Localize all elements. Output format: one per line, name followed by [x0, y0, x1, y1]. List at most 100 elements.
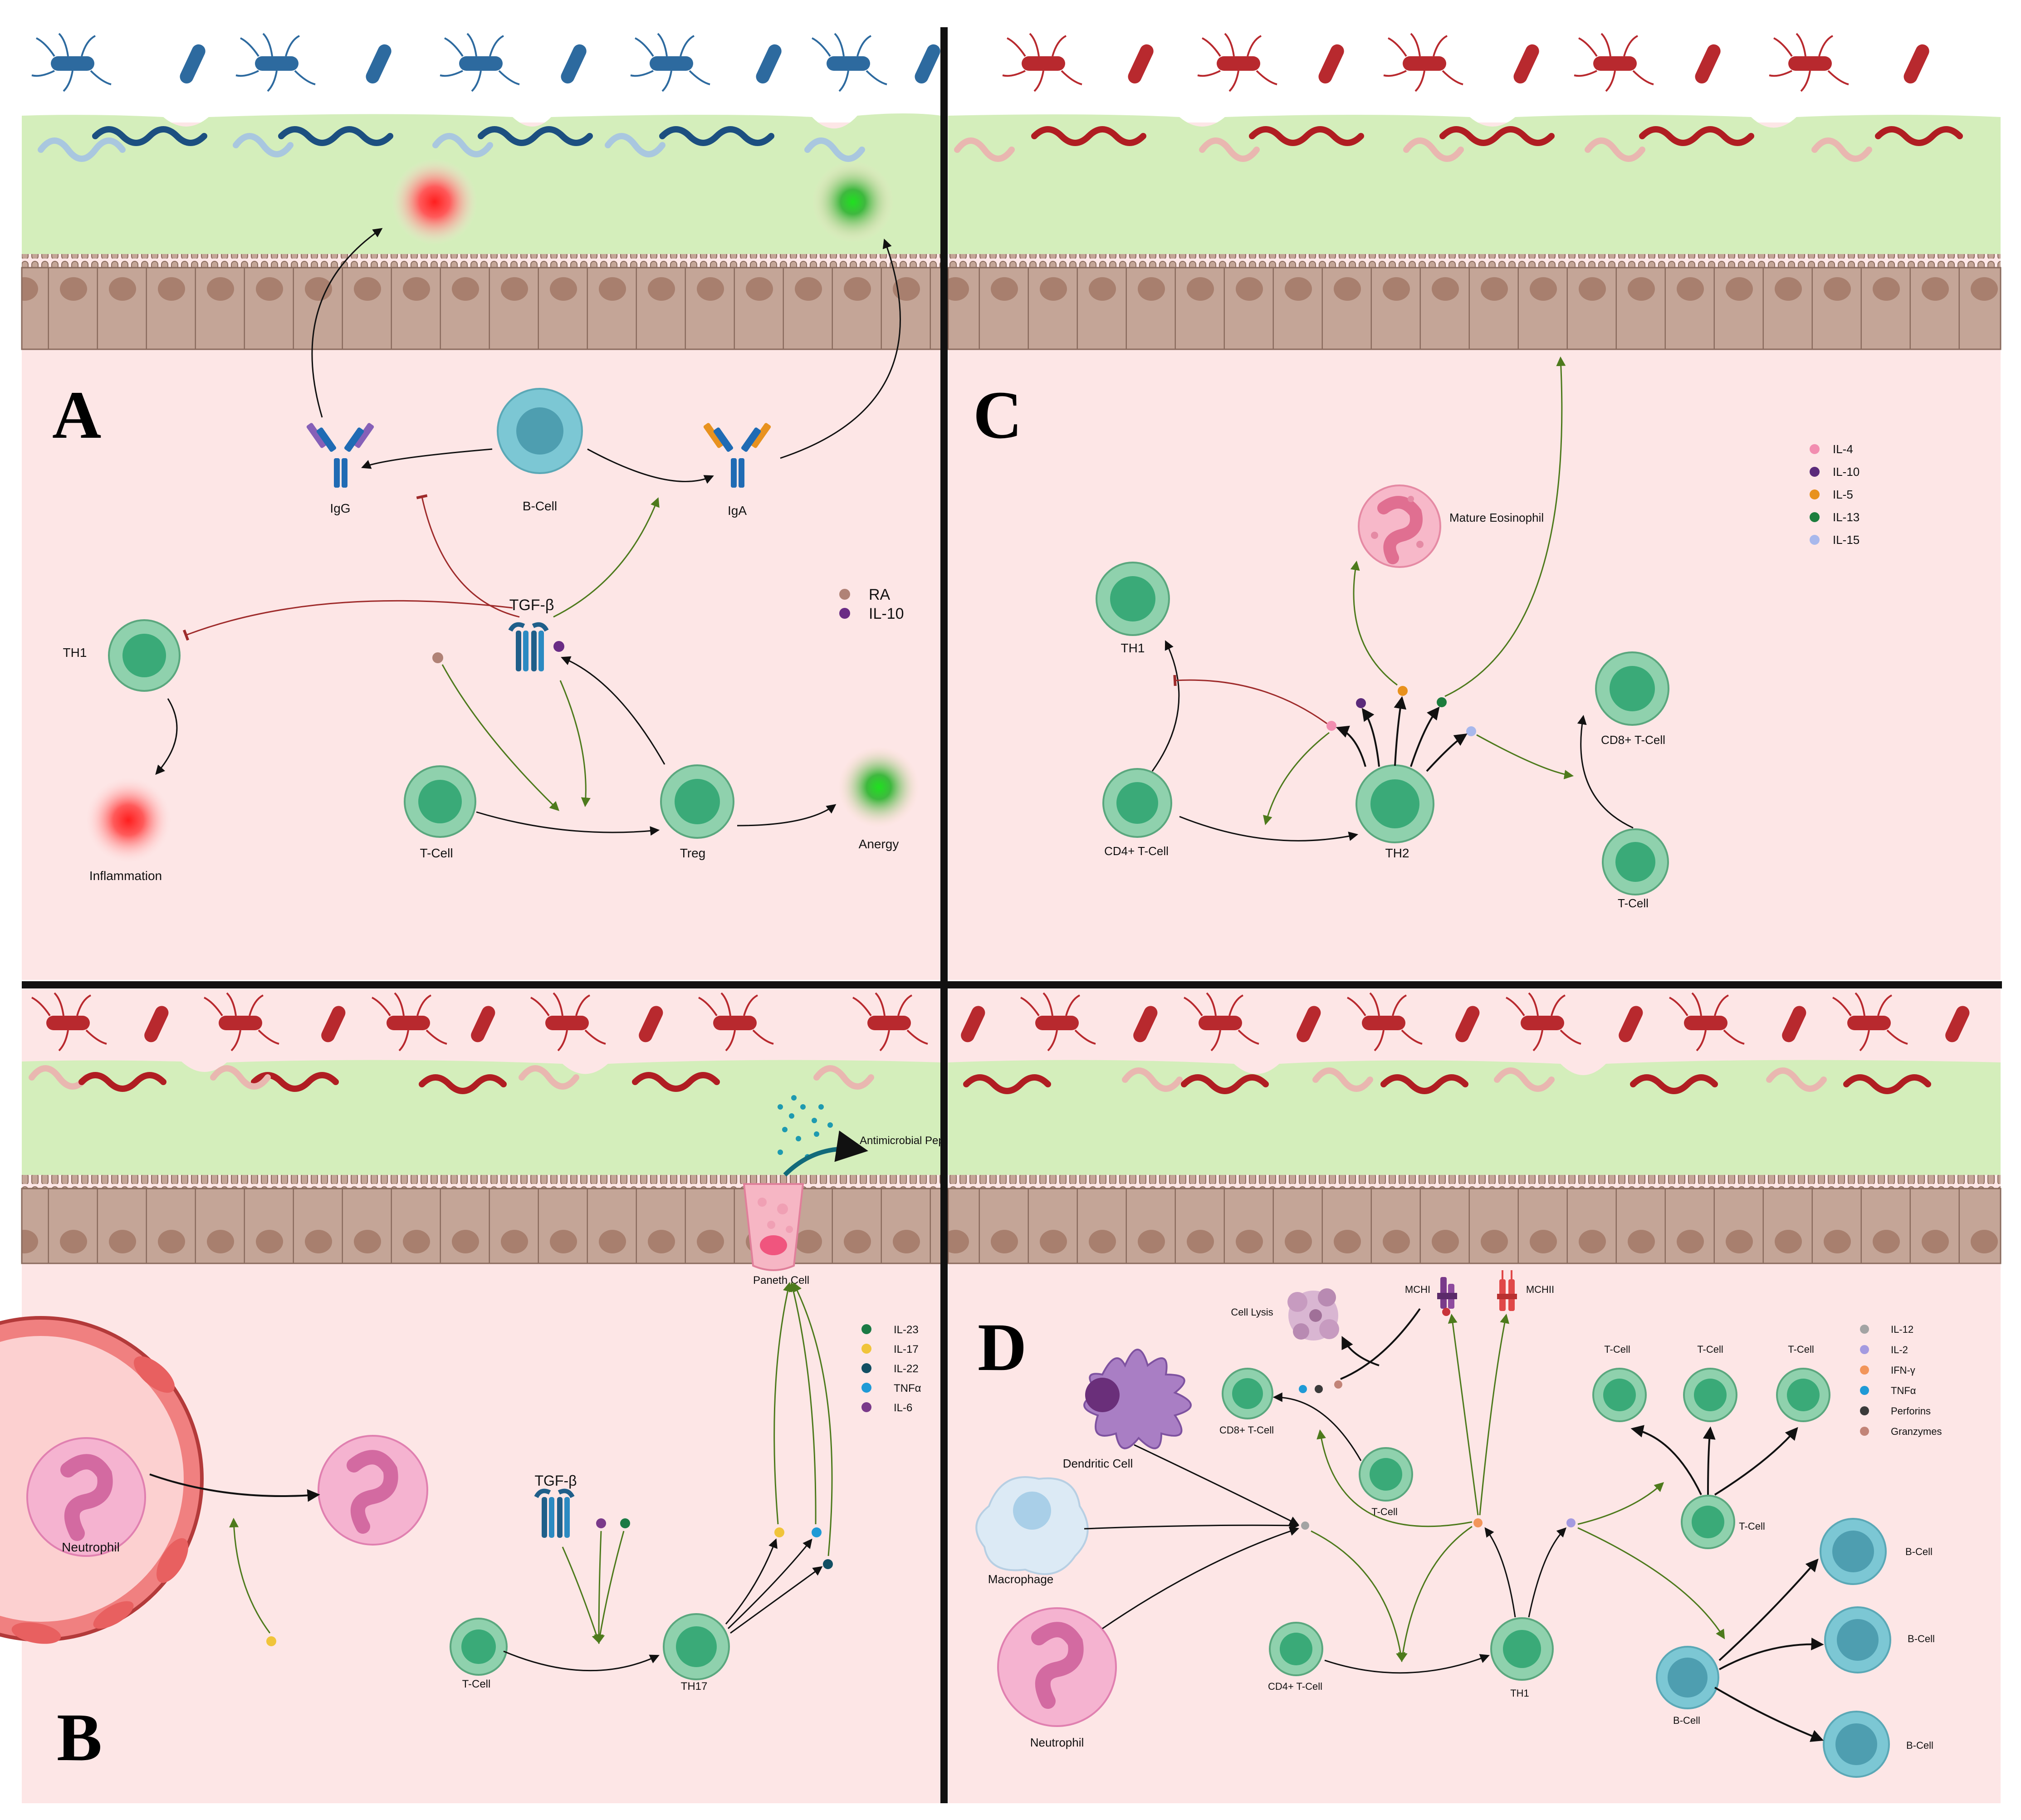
mucus-layer-c [948, 114, 2001, 254]
th1-cell-d: TH1 [1490, 1617, 1554, 1699]
eosinophil-label-text: Mature Eosinophil [1449, 511, 1544, 524]
arrow-il15-to-cd8 [1476, 734, 1574, 779]
igg-label: IgG [330, 501, 350, 515]
panel-a: A B-Cell IgG IgA [21, 33, 942, 980]
arrow-tcell-to-treg [476, 811, 660, 836]
th1-cell: TH1 [63, 619, 181, 692]
il17-molecule [774, 1527, 784, 1537]
cell-lysis-label: Cell Lysis [1231, 1306, 1273, 1318]
cd4-c-label: CD4+ T-Cell [1104, 844, 1169, 858]
bacteria-red-b [29, 992, 928, 1094]
legend-d-swatch-3 [1860, 1386, 1869, 1395]
legend-c-label-1: IL-10 [1833, 465, 1860, 479]
tgf-beta-label: TGF-β [509, 597, 554, 614]
legend-d-swatch-0 [1860, 1325, 1869, 1334]
arrow-il4-to-cd4 [1263, 732, 1330, 826]
b-cell-d-3: B-Cell [1823, 1711, 1933, 1778]
neutrophil-d: Neutrophil [997, 1607, 1117, 1749]
arrow-igg-to-mucus [311, 228, 383, 418]
epithelium-b [21, 1188, 942, 1264]
legend-c-label-4: IL-15 [1833, 533, 1860, 547]
legend-b: IL-23 IL-17 IL-22 TNFα IL-6 [861, 1324, 921, 1414]
legend-d-label-4: Perforins [1891, 1405, 1931, 1417]
il10-molecule [553, 641, 564, 652]
b-cell-d-2-label: B-Cell [1908, 1633, 1935, 1644]
arrow-il17-to-paneth [773, 1282, 793, 1525]
panel-b: Paneth Cell Antimicrobial Peptides Neutr… [0, 989, 967, 1803]
legend-d-label-2: IFN-γ [1891, 1365, 1915, 1376]
b-cell-d-1-label: B-Cell [1905, 1546, 1933, 1557]
arrow-macrophage-to-il12 [1084, 1521, 1300, 1531]
legend-b-label-0: IL-23 [894, 1324, 919, 1336]
panel-c: C Mature Eosinophil TH1 CD4+ T-Cell TH2 [947, 33, 2001, 980]
il22-molecule [823, 1559, 833, 1569]
cd4-t-cell-d: CD4+ T-Cell [1268, 1622, 1323, 1692]
legend-d-swatch-2 [1860, 1365, 1869, 1375]
cd4-t-cell-c: CD4+ T-Cell [1102, 768, 1172, 858]
il6-molecule [596, 1518, 606, 1528]
t-cell-d-2: T-Cell [1683, 1344, 1737, 1422]
arrow-tcell-to-th17 [503, 1650, 660, 1672]
legend-d: IL-12 IL-2 IFN-γ TNFα Perforins Granzyme… [1860, 1324, 1942, 1437]
b-cell-d-3-label: B-Cell [1906, 1740, 1933, 1751]
arrow-il6-to-th17 [594, 1531, 604, 1644]
b-cell-d-2: B-Cell [1824, 1606, 1935, 1673]
arrow-th1-to-il2 [1528, 1527, 1566, 1618]
inflammation-label: Inflammation [89, 869, 162, 883]
th1-c-label: TH1 [1121, 641, 1145, 655]
legend-d-label-5: Granzymes [1891, 1426, 1942, 1437]
dendritic-label: Dendritic Cell [1063, 1457, 1133, 1470]
microvilli-d [948, 1175, 2001, 1189]
t-cell: T-Cell [404, 765, 476, 860]
legend-b-label-1: IL-17 [894, 1343, 919, 1355]
granzyme-molecule [1334, 1380, 1342, 1389]
arrow-iga-to-mucus [780, 239, 901, 459]
arrow-bcell-expand-1 [1718, 1558, 1819, 1661]
legend-a-swatch-1 [839, 608, 850, 619]
epithelium-c [947, 267, 2001, 350]
arrow-bcell-expand-3 [1714, 1687, 1824, 1742]
arrow-th2-to-il13 [1410, 706, 1440, 767]
arrow-il12-to-th1 [1311, 1530, 1405, 1663]
arrow-ifng-to-cd8 [1316, 1429, 1473, 1527]
il2-molecule [1566, 1518, 1576, 1527]
ra-molecule [432, 652, 443, 663]
t-cell-label: T-Cell [420, 846, 453, 860]
t-cell-b-label: T-Cell [462, 1678, 491, 1690]
legend-a-label-0: RA [869, 586, 891, 603]
arrow-tcell-to-cd8 [1577, 714, 1634, 829]
microvilli-a [22, 254, 941, 269]
arrow-cd4-to-th1-d [1324, 1654, 1490, 1674]
t-cell-d-center-label: T-Cell [1371, 1506, 1397, 1517]
arrow-tnfa-to-paneth [788, 1282, 817, 1525]
arrow-ra-to-treg [441, 664, 560, 811]
panel-letter-b: B [57, 1700, 102, 1775]
bacteria-blue [31, 33, 940, 162]
tgf-beta-receptor-b-icon [534, 1488, 575, 1538]
neutrophil-b-label: Neutrophil [62, 1540, 120, 1554]
arrow-tcell-expand-1 [1630, 1425, 1702, 1495]
mucus-layer-a [22, 113, 941, 254]
microvilli-c [948, 254, 2001, 269]
il13-molecule [1437, 697, 1447, 707]
b-cell-d-parent-label: B-Cell [1673, 1715, 1700, 1726]
arrow-cd4-to-th1 [1151, 640, 1180, 772]
arrow-tcell-to-cd8-d [1272, 1392, 1362, 1461]
arrow-th1-to-inflammation [155, 698, 178, 775]
legend-a-label-1: IL-10 [869, 605, 904, 622]
arrow-il22-to-paneth [793, 1282, 833, 1556]
arrow-dendritic-to-il12 [1134, 1444, 1299, 1525]
b-cell-d-1: B-Cell [1820, 1518, 1933, 1585]
legend-c-label-0: IL-4 [1833, 442, 1853, 456]
arrow-il13-to-epithelium [1444, 356, 1566, 697]
perforin-molecule [1315, 1385, 1323, 1393]
tnfa-molecule-b [812, 1527, 822, 1537]
th17-label: TH17 [681, 1680, 708, 1693]
t-cell-d-3-label: T-Cell [1788, 1344, 1814, 1355]
panel-letter-d: D [978, 1310, 1027, 1385]
cd8-d-label: CD8+ T-Cell [1219, 1424, 1274, 1436]
epithelium-d [947, 1188, 2001, 1264]
t-cell-d-2-label: T-Cell [1697, 1344, 1723, 1355]
legend-c-label-2: IL-5 [1833, 488, 1853, 501]
cd4-d-label: CD4+ T-Cell [1268, 1681, 1322, 1692]
